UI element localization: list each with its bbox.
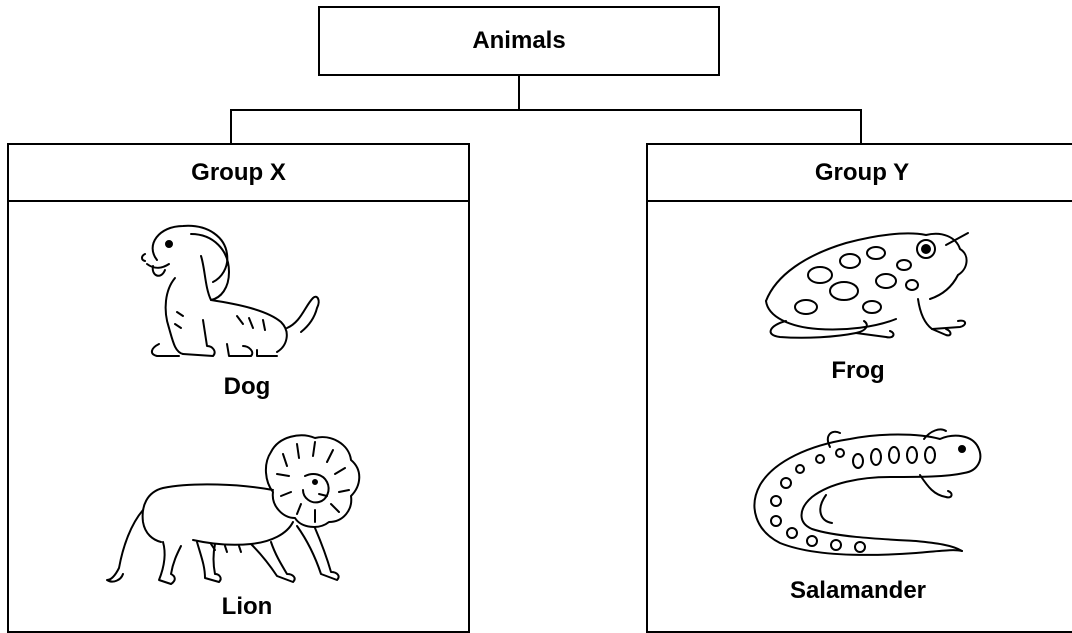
connector-horizontal — [230, 109, 862, 111]
connector-trunk — [518, 76, 520, 110]
group-y-header: Group Y — [648, 145, 1072, 202]
root-node: Animals — [318, 6, 720, 76]
frog-label: Frog — [728, 357, 988, 385]
dog-icon — [117, 220, 347, 365]
root-label: Animals — [472, 29, 565, 53]
frog-icon — [746, 225, 986, 345]
salamander-icon — [740, 425, 990, 560]
group-x-label: Group X — [191, 161, 286, 185]
group-x-box: Group X Dog — [7, 143, 470, 633]
dog-label: Dog — [117, 373, 377, 401]
connector-left-drop — [230, 109, 232, 144]
group-y-label: Group Y — [815, 161, 909, 185]
lion-icon — [101, 430, 371, 595]
group-y-box: Group Y Frog — [646, 143, 1072, 633]
lion-label: Lion — [117, 593, 377, 621]
salamander-label: Salamander — [728, 577, 988, 605]
group-x-header: Group X — [9, 145, 468, 202]
connector-right-drop — [860, 109, 862, 144]
